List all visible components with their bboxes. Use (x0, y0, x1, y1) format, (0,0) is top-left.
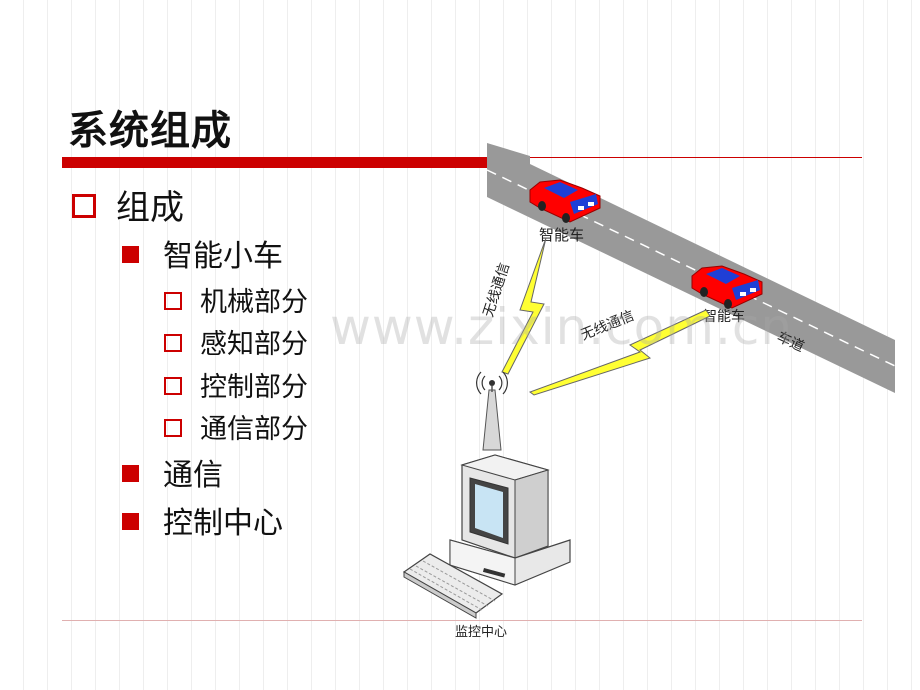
title-underline-thin (528, 157, 862, 158)
outline-subitem-label: 控制部分 (200, 372, 308, 403)
car-label-1: 智能车 (539, 226, 584, 244)
watermark: www.zixin.com.cn (330, 298, 794, 356)
filled-square-bullet-icon (122, 465, 139, 482)
computer-icon (449, 454, 571, 586)
hollow-square-bullet-icon (72, 193, 96, 218)
keyboard-icon (402, 553, 504, 619)
filled-square-bullet-icon (122, 513, 139, 530)
car-label-2: 智能车 (703, 308, 745, 325)
outline-item-communication: 通信 (122, 450, 223, 494)
outline-subitem-label: 机械部分 (200, 287, 308, 318)
outline-item-label: 通信 (163, 458, 223, 493)
antenna-icon (476, 371, 508, 451)
car-icon (691, 265, 763, 309)
outline-item-label: 控制中心 (163, 506, 283, 541)
outline-item-smart-car: 智能小车 (122, 231, 283, 275)
wireless-bolt-icon (501, 237, 547, 375)
outline-level1-label: 组成 (116, 188, 184, 228)
hollow-square-bullet-icon (164, 333, 182, 352)
hollow-square-bullet-icon (164, 418, 182, 437)
outline-subitem: 机械部分 (164, 280, 308, 319)
hollow-square-bullet-icon (164, 291, 182, 310)
outline-subitem-label: 感知部分 (200, 329, 308, 360)
car-icon (529, 179, 601, 223)
slide-title: 系统组成 (68, 108, 232, 154)
hollow-square-bullet-icon (164, 376, 182, 395)
outline-item-control-center: 控制中心 (122, 498, 283, 542)
filled-square-bullet-icon (122, 246, 139, 263)
title-underline-bar (62, 157, 528, 168)
outline-subitem: 通信部分 (164, 407, 308, 446)
center-label: 监控中心 (455, 625, 507, 640)
wireless-bolt-icon (528, 309, 711, 396)
outline-item-label: 智能小车 (163, 239, 283, 274)
outline-level1: 组成 (72, 180, 184, 229)
outline-subitem: 控制部分 (164, 365, 308, 404)
outline-subitem: 感知部分 (164, 322, 308, 361)
footer-divider (62, 620, 862, 621)
outline-subitem-label: 通信部分 (200, 414, 308, 445)
